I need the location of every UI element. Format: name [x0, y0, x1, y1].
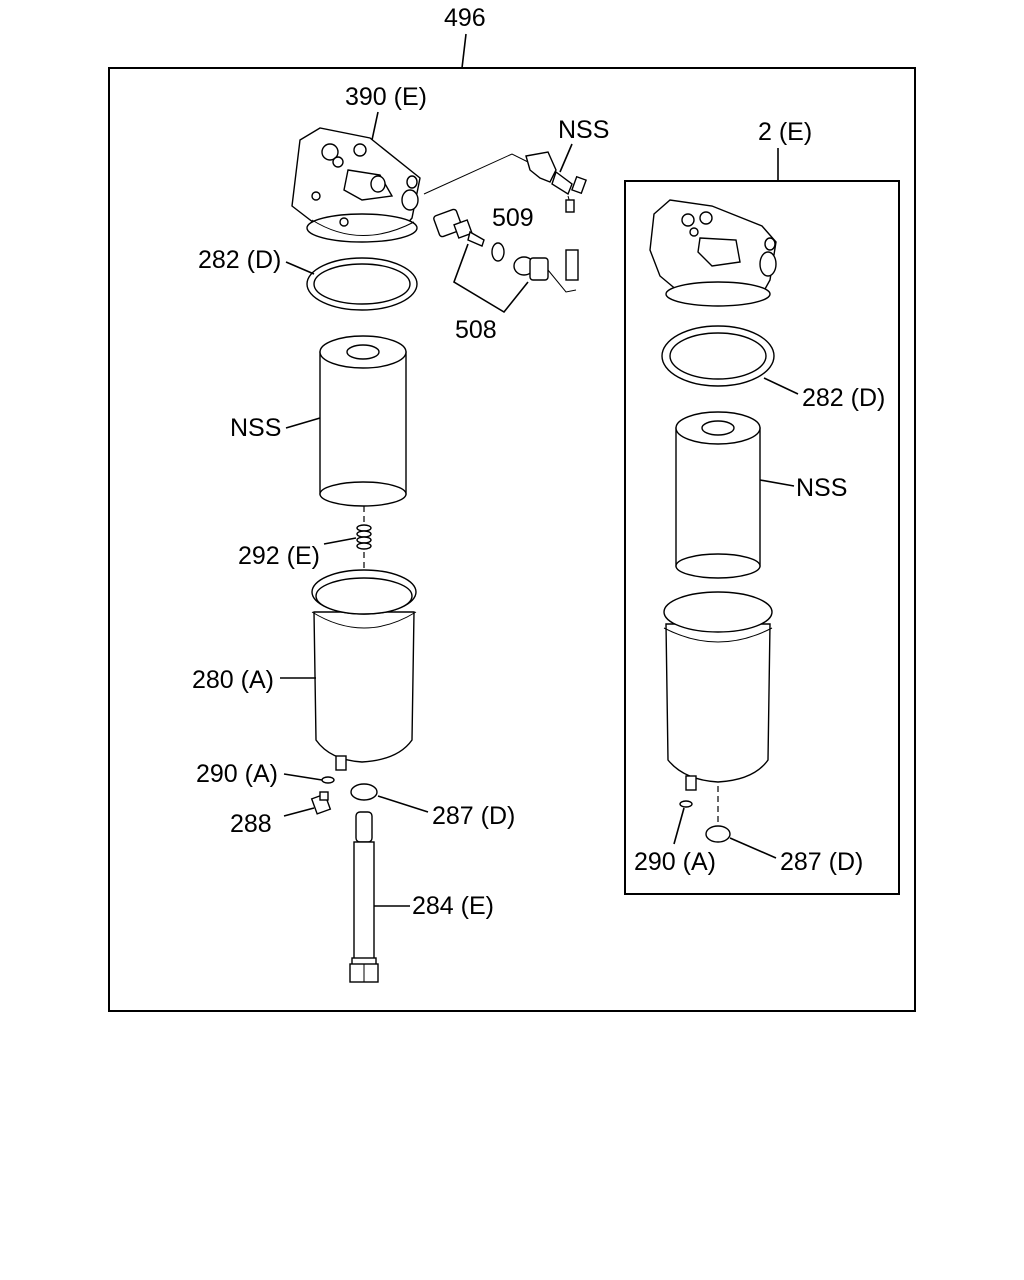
callout-508[interactable]: 508 [455, 316, 497, 344]
callout-280[interactable]: 280 (A) [192, 666, 274, 694]
callout-509[interactable]: 509 [492, 204, 534, 232]
sensor-plug-part[interactable] [433, 208, 485, 247]
o-ring-509-part[interactable] [491, 242, 505, 262]
kit-seal-ring-part[interactable] [661, 325, 775, 387]
callout-287-kit[interactable]: 287 (D) [780, 848, 863, 876]
kit-filter-bowl-part[interactable] [663, 591, 773, 791]
level-switch-part[interactable] [513, 249, 579, 293]
drain-seal-main-part[interactable] [321, 776, 335, 784]
filter-header-part[interactable] [291, 127, 421, 243]
callout-290-kit[interactable]: 290 (A) [634, 848, 716, 876]
leader-282-main [285, 261, 315, 275]
callout-290-main[interactable]: 290 (A) [196, 760, 278, 788]
leader-496 [461, 33, 467, 69]
callout-nss-kit[interactable]: NSS [796, 474, 847, 502]
leader-nss-element-main [285, 417, 321, 429]
callout-282-kit[interactable]: 282 (D) [802, 384, 885, 412]
leader-290-main [283, 773, 323, 781]
leader-282-kit [763, 377, 799, 395]
kit-header-part[interactable] [649, 199, 777, 307]
assembly-frame [108, 67, 916, 1012]
drain-plug-part[interactable] [310, 791, 332, 815]
filter-bowl-part[interactable] [311, 569, 417, 771]
kit-filter-element-part[interactable] [675, 411, 761, 579]
callout-496[interactable]: 496 [444, 4, 486, 32]
callout-nss-sensor[interactable]: NSS [558, 116, 609, 144]
leader-288 [283, 807, 315, 817]
washer-main-part[interactable] [350, 783, 378, 801]
bracket-508 [453, 243, 529, 314]
nss-water-sensor-part[interactable] [525, 151, 587, 213]
callout-287-main[interactable]: 287 (D) [432, 802, 515, 830]
leader-nss-kit [759, 479, 795, 487]
callout-390[interactable]: 390 (E) [345, 83, 427, 111]
callout-kit[interactable]: 2 (E) [758, 118, 812, 146]
leader-nss-sensor [559, 143, 573, 173]
seal-ring-main-part[interactable] [306, 257, 418, 311]
leader-287-main [377, 795, 429, 813]
leader-290-kit [673, 807, 685, 845]
callout-nss-element-main[interactable]: NSS [230, 414, 281, 442]
callout-282-main[interactable]: 282 (D) [198, 246, 281, 274]
kit-washer-part[interactable] [705, 825, 731, 843]
leader-390 [371, 111, 379, 141]
spring-part[interactable] [356, 524, 372, 550]
callout-292[interactable]: 292 (E) [238, 542, 320, 570]
leader-292 [323, 537, 357, 545]
filter-element-main-part[interactable] [319, 335, 407, 507]
kit-drain-seal-part[interactable] [679, 800, 693, 808]
sensor-wire-path [423, 153, 529, 195]
callout-288[interactable]: 288 [230, 810, 272, 838]
kit-frame [624, 180, 900, 895]
callout-284[interactable]: 284 (E) [412, 892, 494, 920]
leader-287-kit [729, 837, 777, 859]
center-bolt-part[interactable] [349, 811, 379, 983]
